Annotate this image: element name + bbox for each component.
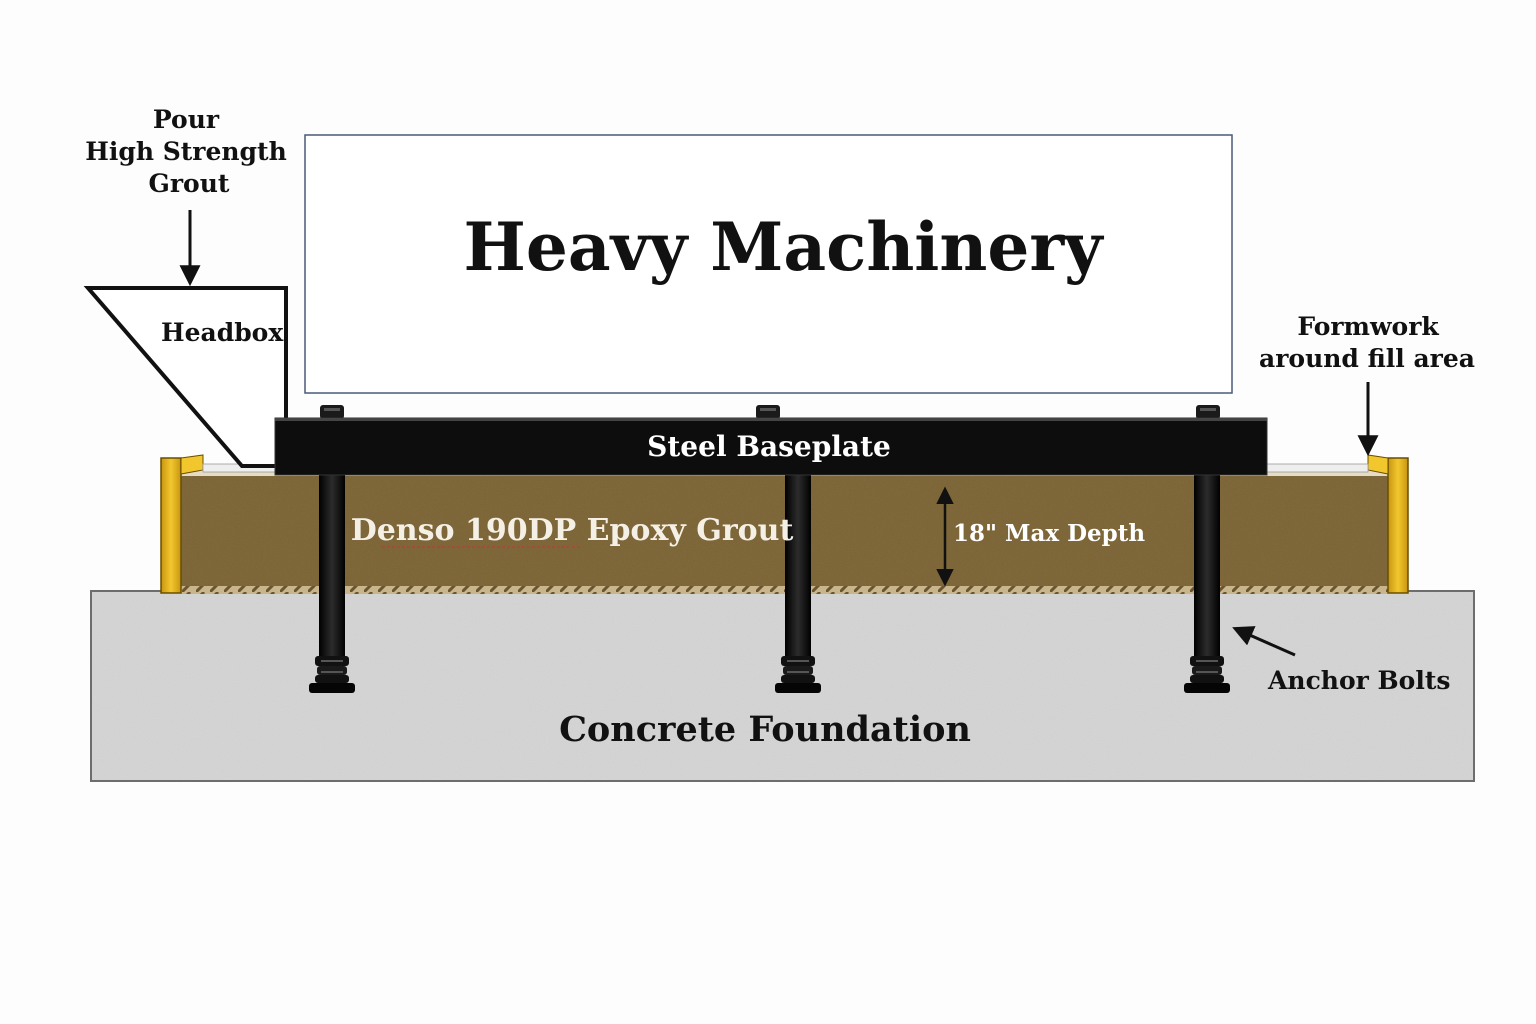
depth-dimension: 18" Max Depth xyxy=(936,486,1145,587)
steel-baseplate: Steel Baseplate xyxy=(274,417,1268,476)
machinery-label: Heavy Machinery xyxy=(464,208,1105,286)
baseplate-bar xyxy=(274,417,1268,476)
grout-label: Denso 190DP Epoxy Grout xyxy=(351,513,794,548)
heavy-machinery: Heavy Machinery xyxy=(304,134,1233,394)
machinery-box xyxy=(304,134,1233,394)
grout-texture xyxy=(181,474,1388,588)
headbox-outline xyxy=(83,286,288,468)
grout-gap-right xyxy=(1265,463,1369,473)
anchor-bolt-right xyxy=(1184,474,1230,693)
formwork-callout: Formwork around fill area xyxy=(1259,312,1475,457)
formwork-right xyxy=(1367,454,1409,594)
foundation-label: Concrete Foundation xyxy=(559,709,971,750)
pour-grout-callout: Pour High Strength Grout xyxy=(85,105,287,287)
headbox xyxy=(83,286,288,468)
baseplate-label: Steel Baseplate xyxy=(647,430,891,463)
grout-bond-line xyxy=(181,586,1388,594)
epoxy-grout-fill xyxy=(181,471,1388,594)
pour-label-line-1: Pour xyxy=(153,105,220,134)
pour-label-line-3: Grout xyxy=(149,169,230,198)
bolt-head-left xyxy=(320,405,344,419)
headbox-label: Headbox xyxy=(161,318,284,347)
formwork-label-line-1: Formwork xyxy=(1297,312,1439,341)
anchor-bolts-arrow xyxy=(1232,626,1296,657)
pour-label-line-2: High Strength xyxy=(85,137,287,166)
formwork-label-line-2: around fill area xyxy=(1259,344,1475,373)
anchor-bolts-label: Anchor Bolts xyxy=(1267,666,1450,695)
anchor-bolt-center xyxy=(775,474,821,693)
anchor-bolt-left xyxy=(309,474,355,693)
depth-label: 18" Max Depth xyxy=(953,520,1145,547)
bolt-head-center xyxy=(756,405,780,419)
bolt-head-right xyxy=(1196,405,1220,419)
formwork-left xyxy=(160,454,204,594)
anchor-bolts-callout: Anchor Bolts xyxy=(1232,626,1450,695)
